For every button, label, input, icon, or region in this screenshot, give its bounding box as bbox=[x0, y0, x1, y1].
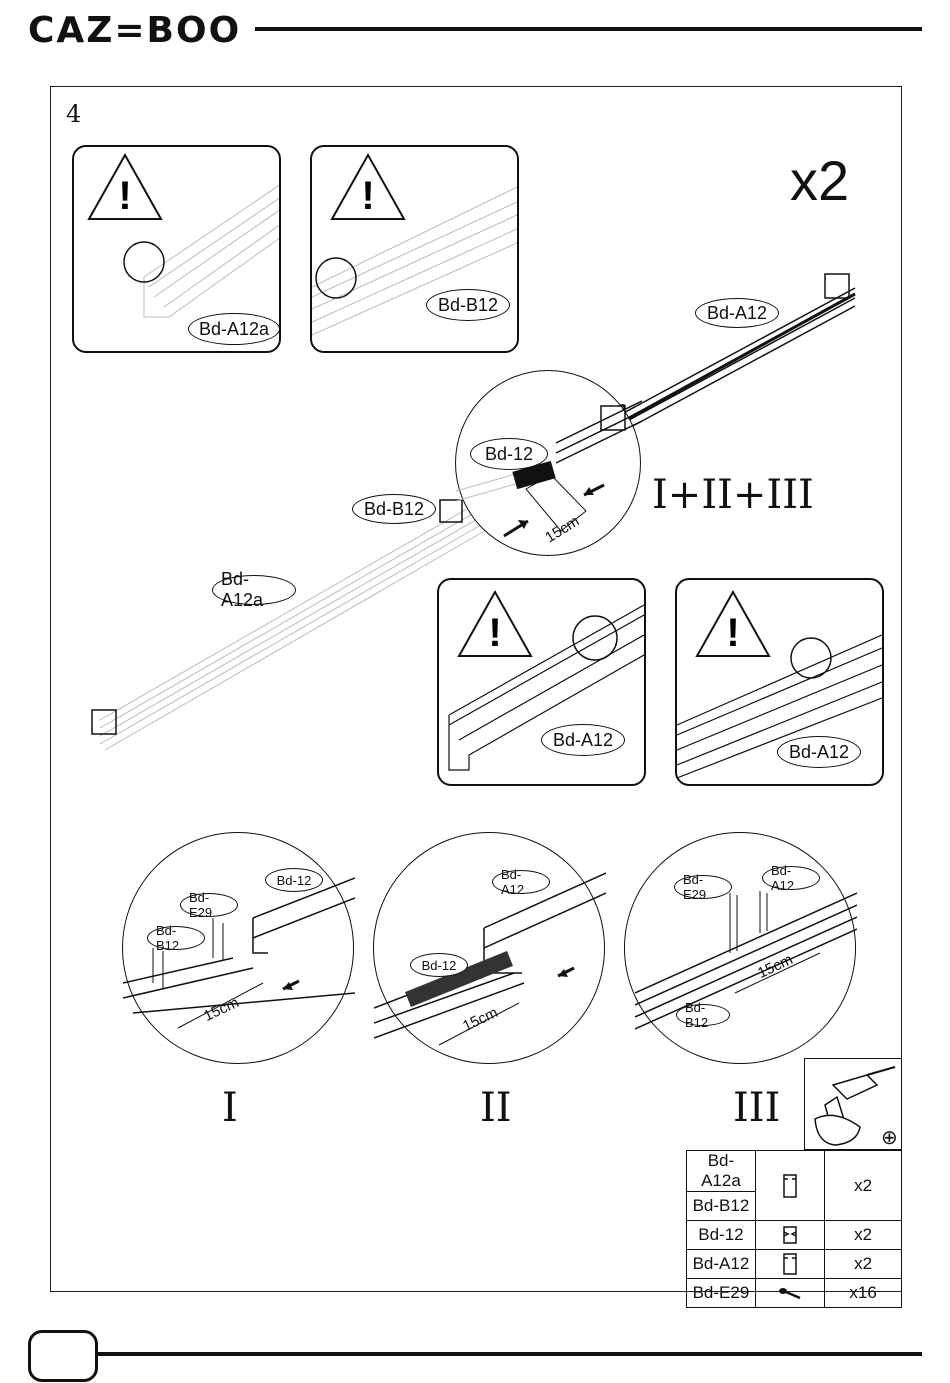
part-quantity: x2 bbox=[825, 1151, 902, 1221]
svg-text:!: ! bbox=[488, 611, 501, 655]
quantity-multiplier: x2 bbox=[790, 148, 849, 213]
part-code: Bd-A12a bbox=[687, 1151, 756, 1192]
part-quantity: x2 bbox=[825, 1250, 902, 1279]
step-numeral-2: II bbox=[480, 1085, 512, 1131]
part-code: Bd-B12 bbox=[687, 1192, 756, 1221]
part-quantity: x16 bbox=[825, 1279, 902, 1308]
table-row: Bd-E29 x16 bbox=[687, 1279, 902, 1308]
header-rule bbox=[255, 27, 922, 31]
step-number: 4 bbox=[66, 100, 81, 128]
table-row: Bd-12 x2 bbox=[687, 1221, 902, 1250]
svg-text:!: ! bbox=[726, 611, 739, 655]
tool-box: ⊕ bbox=[804, 1058, 902, 1150]
label-bd-a12: Bd-A12 bbox=[695, 298, 779, 328]
channel-icon bbox=[755, 1250, 824, 1279]
page-number-tab bbox=[28, 1330, 98, 1382]
detail-circle-3: 15cm bbox=[624, 832, 856, 1064]
warning-panel-3: ! Bd-A12 bbox=[437, 578, 646, 786]
phillips-bit-icon: ⊕ bbox=[881, 1125, 898, 1150]
detail-circle-2: 15cm bbox=[373, 832, 605, 1064]
table-row: Bd-A12a x2 bbox=[687, 1151, 902, 1192]
label-bd-a12: Bd-A12 bbox=[492, 870, 550, 894]
label-bd-b12: Bd-B12 bbox=[147, 926, 205, 950]
part-code: Bd-12 bbox=[687, 1221, 756, 1250]
label-bd-e29: Bd-E29 bbox=[674, 875, 732, 899]
label-bd-12: Bd-12 bbox=[410, 953, 468, 977]
warning-panel-4: ! Bd-A12 bbox=[675, 578, 884, 786]
part-quantity: x2 bbox=[825, 1221, 902, 1250]
label-bd-12: Bd-12 bbox=[265, 868, 323, 892]
step-sequence: I+II+III bbox=[652, 472, 814, 518]
part-code: Bd-A12 bbox=[687, 1250, 756, 1279]
part-code: Bd-E29 bbox=[687, 1279, 756, 1308]
svg-text:!: ! bbox=[361, 174, 374, 218]
connector-icon bbox=[755, 1221, 824, 1250]
label-bd-a12a: Bd-A12a bbox=[212, 575, 296, 605]
step-numeral-3: III bbox=[733, 1085, 780, 1131]
part-label: Bd-A12 bbox=[541, 724, 625, 756]
rail-illustration: ! bbox=[439, 580, 644, 784]
parts-table: Bd-A12a x2 Bd-B12 Bd-12 x2 Bd-A12 x2 Bd-… bbox=[686, 1150, 902, 1308]
brand-logo: CAZ=BOO bbox=[28, 10, 241, 51]
step-numeral-1: I bbox=[222, 1085, 238, 1131]
part-label: Bd-A12 bbox=[777, 736, 861, 768]
table-row: Bd-A12 x2 bbox=[687, 1250, 902, 1279]
svg-text:!: ! bbox=[118, 174, 131, 218]
label-bd-12: Bd-12 bbox=[470, 438, 548, 470]
step-2-detail bbox=[374, 833, 606, 1065]
screw-icon bbox=[755, 1279, 824, 1308]
label-bd-a12: Bd-A12 bbox=[762, 866, 820, 890]
footer-rule bbox=[98, 1352, 922, 1356]
label-bd-b12: Bd-B12 bbox=[676, 1004, 730, 1026]
channel-icon bbox=[755, 1151, 824, 1221]
label-bd-e29: Bd-E29 bbox=[180, 893, 238, 917]
label-bd-b12: Bd-B12 bbox=[352, 494, 436, 524]
step-3-detail bbox=[625, 833, 857, 1065]
